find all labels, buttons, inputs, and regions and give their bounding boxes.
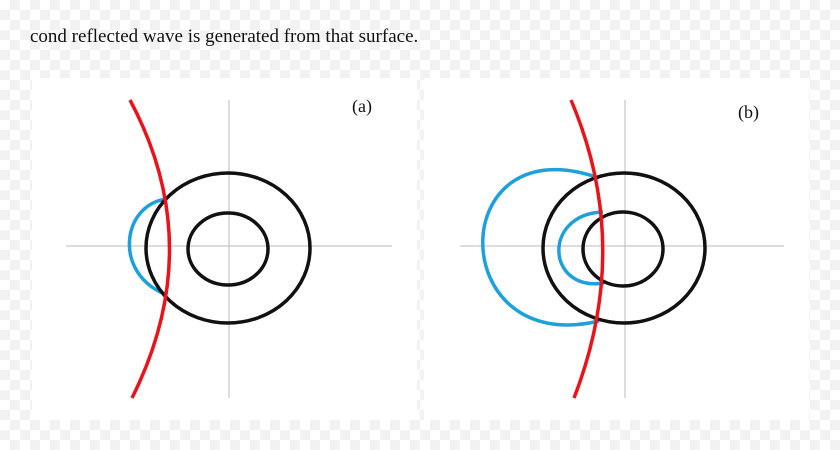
inner-circle <box>581 210 665 288</box>
panel-label-a: (a) <box>352 96 372 116</box>
diagram-b-svg <box>460 99 784 399</box>
text-caption: cond reflected wave is generated from th… <box>30 26 419 47</box>
diagram-panel-a: (a) <box>32 78 417 420</box>
reflected-wave-arc <box>127 197 168 297</box>
panel-label-b: (b) <box>738 102 759 122</box>
wavefront-curve <box>128 99 172 399</box>
outer-circle <box>144 171 312 325</box>
diagram-a-svg <box>66 99 392 399</box>
wavefront-curve <box>569 99 605 399</box>
outer-circle <box>541 171 707 325</box>
large-reflected-wave-arc <box>481 168 600 327</box>
small-reflected-wave-arc <box>557 210 605 286</box>
inner-circle <box>186 211 270 287</box>
diagram-panel-b: (b) <box>424 78 809 420</box>
